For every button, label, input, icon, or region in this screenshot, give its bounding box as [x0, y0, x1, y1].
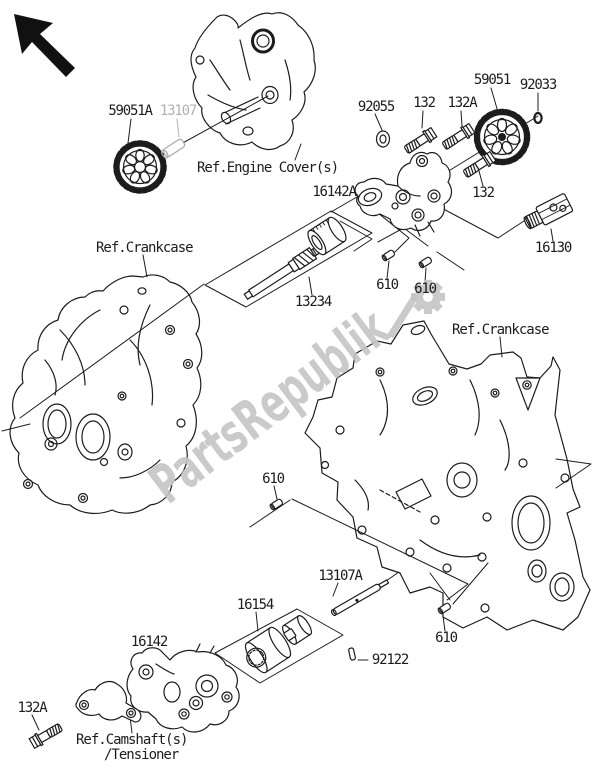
oil-pump-16142a-drawing [354, 151, 453, 237]
label-92033: 92033 [519, 77, 557, 93]
label-132-side: 132 [472, 185, 495, 201]
label-ref-tensioner: /Tensioner [104, 747, 179, 763]
label-610-4: 610 [435, 630, 458, 646]
oil-pump-16142-drawing [126, 643, 240, 733]
label-ref-engine-cover: Ref.Engine Cover(s) [197, 160, 339, 176]
watermark-logo-bar [387, 293, 419, 339]
crankcase-right-drawing [304, 320, 591, 631]
label-92122: 92122 [371, 652, 409, 668]
label-16154: 16154 [236, 597, 274, 613]
label-59051: 59051 [473, 72, 511, 88]
label-59051a: 59051A [108, 103, 153, 119]
rotor-16154-drawing [244, 626, 292, 674]
inner-rotor-16154-drawing [281, 615, 313, 645]
label-ref-crankcase-left: Ref.Crankcase [96, 240, 194, 256]
label-610-2: 610 [414, 281, 437, 297]
direction-arrow-icon [14, 14, 75, 77]
label-ref-camshaft: Ref.Camshaft(s) [76, 732, 188, 748]
bracket-tensioner-drawing [75, 680, 142, 723]
spline-collar-13234-drawing [307, 216, 347, 256]
pin-610-drawing [269, 498, 283, 511]
engine-cover-drawing [190, 12, 316, 151]
label-610-1: 610 [376, 277, 399, 293]
label-132a-bottom: 132A [17, 700, 48, 716]
label-610-3: 610 [262, 471, 285, 487]
label-132a-upper: 132A [447, 95, 478, 111]
sprocket-59051a-drawing [113, 140, 167, 194]
sprocket-59051-drawing [473, 108, 531, 166]
washer-92055-drawing [375, 130, 391, 148]
label-13107: 13107 [159, 103, 197, 119]
leader-lines [31, 87, 554, 734]
bolt-132a-bottom-drawing [28, 723, 63, 749]
label-132-upper: 132 [413, 95, 436, 111]
label-ref-crankcase-right: Ref.Crankcase [452, 322, 550, 338]
label-13107a: 13107A [318, 568, 363, 584]
rod-13107a-drawing [330, 579, 390, 617]
bolt-132-side-drawing [463, 150, 497, 178]
label-92055: 92055 [357, 99, 395, 115]
label-16142: 16142 [130, 634, 168, 650]
pin-610-drawing [418, 256, 432, 269]
pin-92122-drawing [348, 647, 356, 661]
pin-610-drawing [437, 602, 451, 615]
label-13234: 13234 [294, 294, 332, 310]
label-16142a: 16142A [312, 184, 357, 200]
bolt-132-upper-drawing [404, 126, 438, 154]
label-16130: 16130 [534, 240, 572, 256]
pin-13107-drawing [160, 138, 186, 159]
oring-92033-drawing [533, 111, 543, 125]
fitting-16130-drawing [523, 193, 574, 230]
pin-610-drawing [381, 249, 395, 262]
bolt-132a-upper-drawing [442, 122, 476, 150]
